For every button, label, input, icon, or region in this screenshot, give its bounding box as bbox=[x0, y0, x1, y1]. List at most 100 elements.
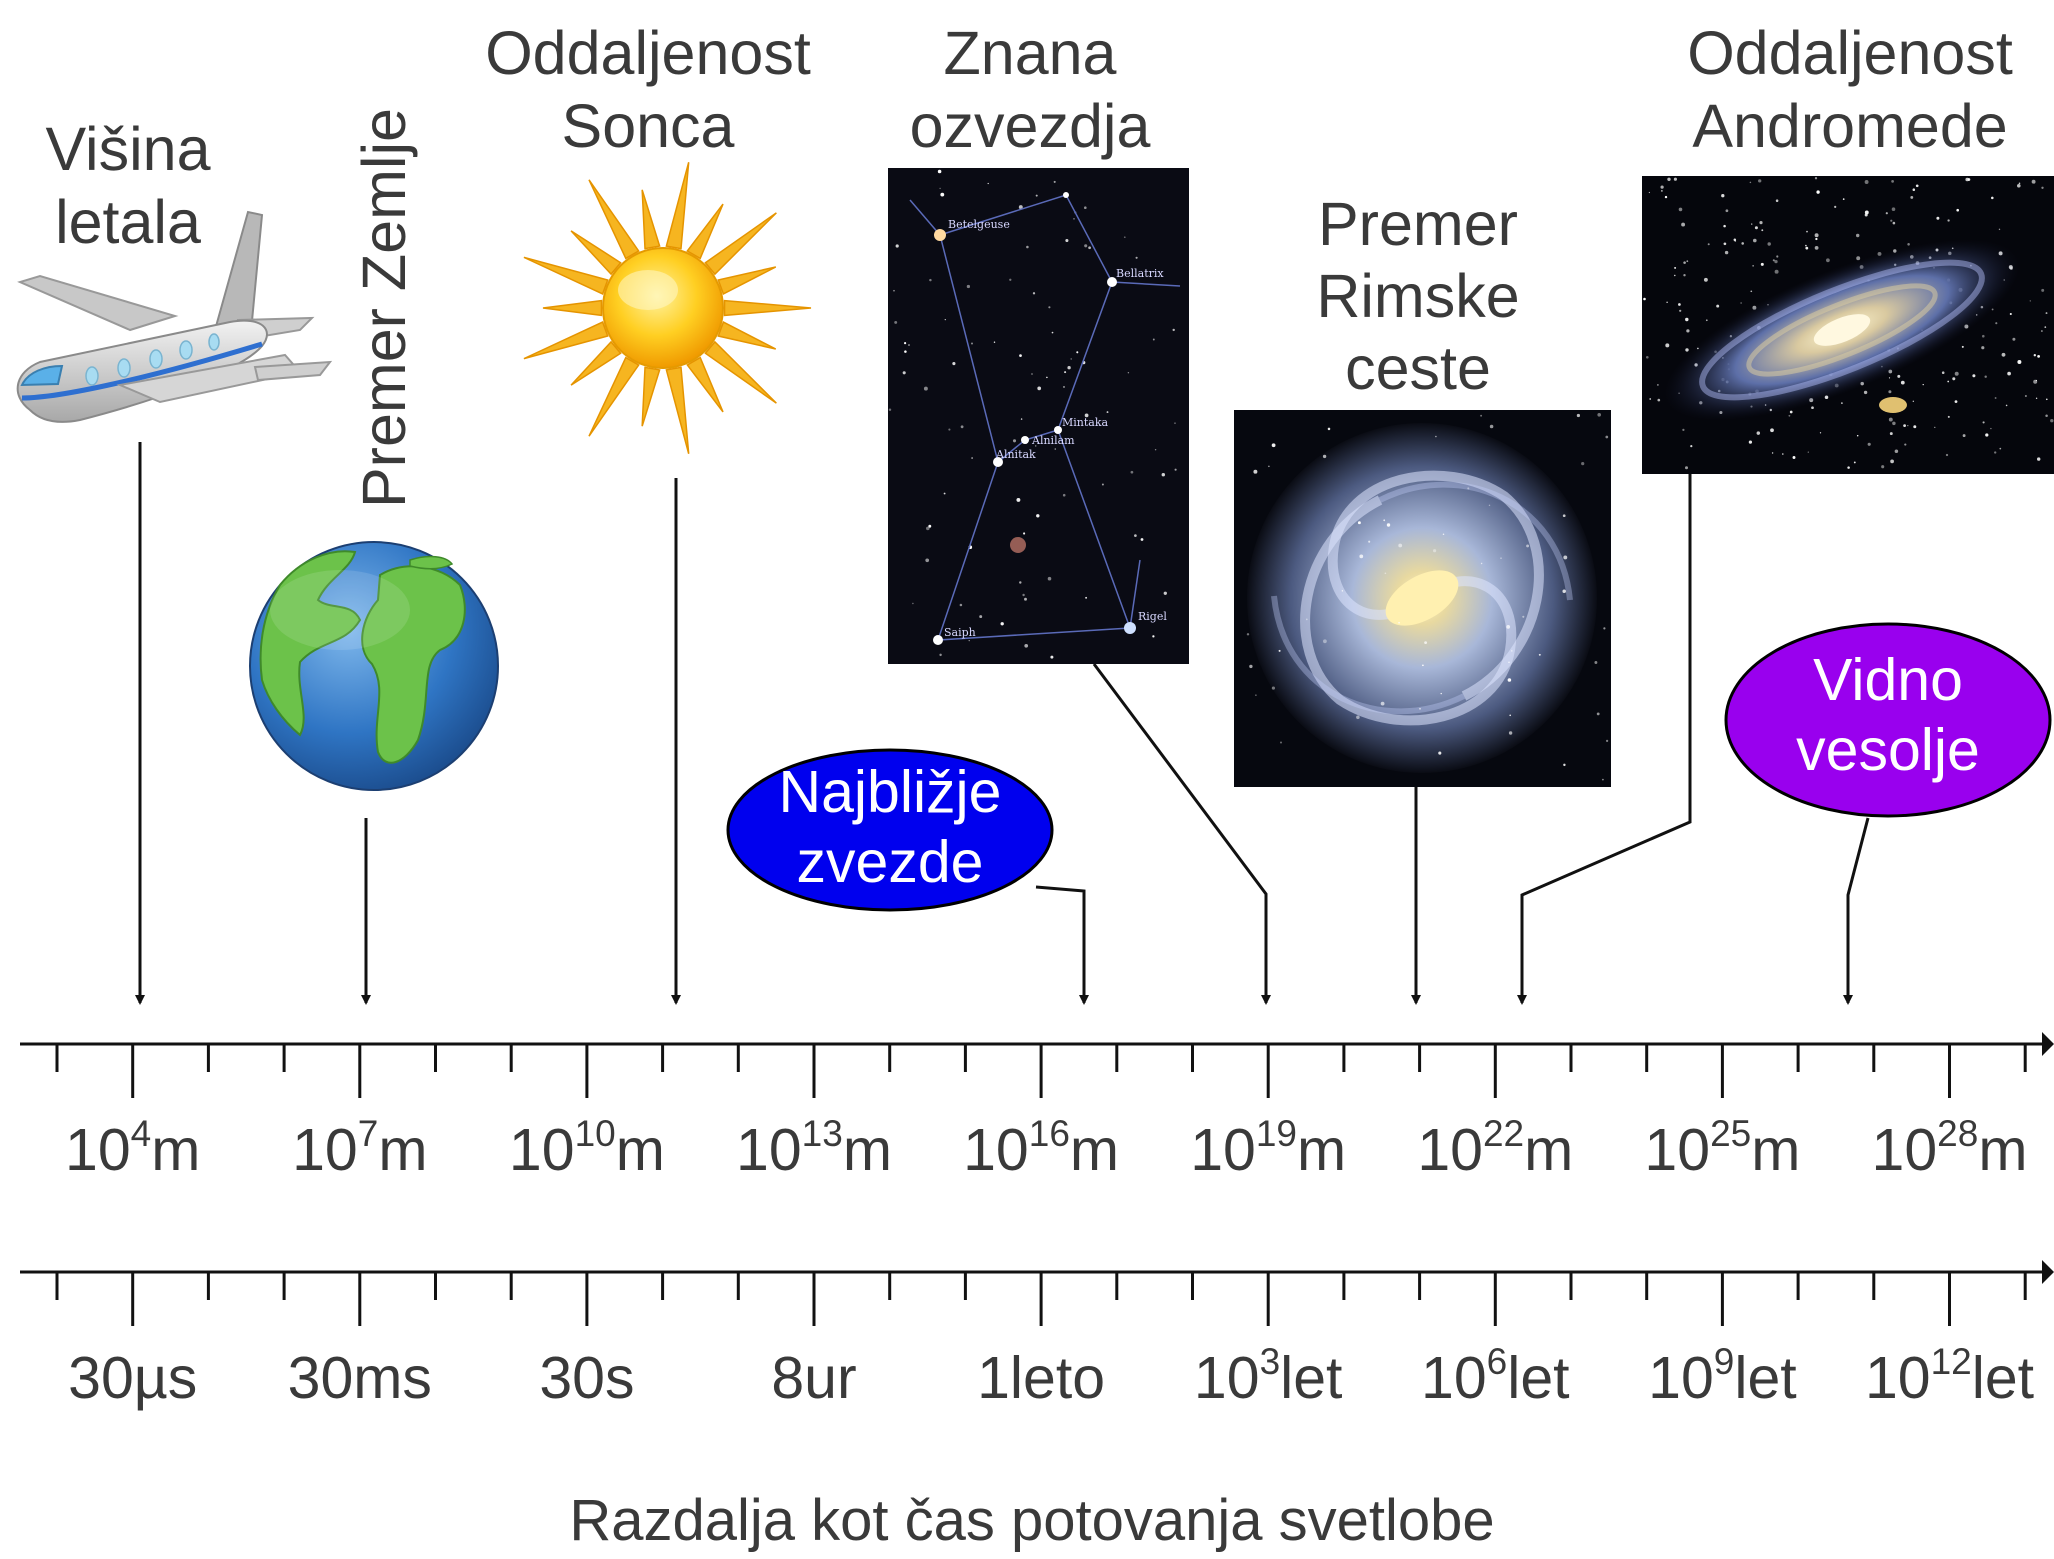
nearest-stars-line-1: Najbližje bbox=[779, 759, 1002, 825]
background-star bbox=[1998, 228, 2001, 231]
distance-axis-tick-label: 1019m bbox=[1190, 1113, 1346, 1183]
background-star bbox=[1508, 661, 1510, 664]
background-star bbox=[1815, 237, 1818, 241]
background-star bbox=[1789, 410, 1793, 414]
background-star bbox=[1506, 625, 1511, 629]
background-star bbox=[960, 425, 964, 429]
background-star bbox=[1581, 462, 1585, 466]
background-star bbox=[1035, 194, 1038, 197]
background-star bbox=[968, 639, 970, 642]
background-star bbox=[1792, 456, 1796, 459]
background-star bbox=[929, 278, 932, 282]
sun-ray bbox=[523, 256, 609, 295]
background-star bbox=[926, 526, 930, 531]
background-star bbox=[1834, 205, 1837, 209]
background-star bbox=[2044, 326, 2047, 328]
observable-universe-bubble: Vidno vesolje bbox=[1724, 622, 2052, 818]
background-star bbox=[1657, 398, 1661, 402]
background-star bbox=[1648, 191, 1651, 194]
background-star bbox=[1947, 415, 1950, 418]
background-star bbox=[1915, 184, 1919, 188]
background-star bbox=[923, 386, 928, 391]
background-star bbox=[2029, 300, 2032, 302]
background-star bbox=[2005, 404, 2008, 407]
background-star bbox=[1602, 778, 1604, 781]
background-star bbox=[1643, 297, 1646, 301]
background-star bbox=[1053, 180, 1056, 183]
background-star bbox=[893, 289, 895, 292]
background-star bbox=[904, 342, 907, 345]
background-star bbox=[1947, 380, 1950, 383]
background-star bbox=[1398, 543, 1403, 548]
background-star bbox=[1881, 465, 1885, 469]
background-star bbox=[1954, 371, 1959, 376]
background-star bbox=[1594, 661, 1598, 664]
background-star bbox=[1754, 226, 1758, 230]
background-star bbox=[1749, 181, 1752, 184]
background-star bbox=[1442, 533, 1445, 536]
background-star bbox=[1433, 549, 1437, 553]
arrow-andromeda bbox=[1517, 474, 1692, 1005]
sun-ray bbox=[588, 356, 640, 437]
background-star bbox=[1356, 715, 1360, 720]
background-star bbox=[1101, 483, 1104, 486]
background-star bbox=[971, 457, 973, 459]
sun-ray bbox=[723, 299, 812, 317]
background-star bbox=[1422, 664, 1424, 667]
background-star bbox=[1500, 557, 1502, 559]
background-star bbox=[1022, 593, 1025, 597]
background-star bbox=[1941, 371, 1945, 374]
background-star bbox=[1357, 521, 1361, 525]
background-star bbox=[1605, 435, 1609, 439]
background-star bbox=[1341, 590, 1344, 592]
time-axis-tick-label: 30s bbox=[539, 1345, 634, 1411]
background-star bbox=[1947, 219, 1950, 222]
background-star bbox=[1678, 303, 1681, 306]
background-star bbox=[937, 169, 942, 174]
background-star bbox=[952, 362, 956, 366]
background-star bbox=[1683, 274, 1686, 277]
sun-label-line-2: Sonca bbox=[562, 92, 735, 160]
background-star bbox=[1945, 453, 1949, 457]
background-star bbox=[1936, 216, 1940, 220]
background-star bbox=[1782, 453, 1784, 455]
background-star bbox=[1019, 354, 1022, 357]
background-star bbox=[1036, 514, 1040, 518]
background-star bbox=[925, 558, 930, 563]
background-star bbox=[1867, 442, 1871, 446]
background-star bbox=[1723, 224, 1726, 228]
sun-ray bbox=[686, 356, 724, 413]
background-star bbox=[979, 615, 983, 619]
background-star bbox=[1703, 277, 1708, 282]
background-star bbox=[1999, 447, 2002, 450]
background-star bbox=[1814, 246, 1819, 250]
background-star bbox=[1419, 708, 1421, 710]
background-star bbox=[939, 653, 942, 657]
distance-axis-tick-label: 1025m bbox=[1644, 1113, 1800, 1183]
background-star bbox=[928, 524, 932, 528]
background-star bbox=[1084, 206, 1087, 209]
background-star bbox=[987, 182, 989, 185]
background-star bbox=[970, 342, 974, 345]
background-star bbox=[1661, 190, 1663, 192]
background-star bbox=[2037, 457, 2041, 461]
andromeda-label: Oddaljenost Andromede bbox=[1687, 19, 2013, 160]
plane-label-line-1: Višina bbox=[45, 115, 210, 183]
background-star bbox=[1759, 221, 1763, 225]
background-star bbox=[1774, 269, 1779, 274]
background-star bbox=[1772, 259, 1775, 262]
background-star bbox=[1761, 229, 1764, 232]
background-star bbox=[1674, 266, 1677, 269]
earth-label: Premer Zemlje bbox=[350, 108, 418, 508]
background-star bbox=[1154, 448, 1157, 451]
background-star bbox=[1398, 621, 1400, 624]
background-star bbox=[1538, 653, 1541, 656]
sun-ray bbox=[704, 340, 777, 404]
background-star bbox=[993, 341, 996, 343]
background-star bbox=[1885, 212, 1888, 215]
time-axis-tick-label: 30ms bbox=[288, 1345, 432, 1411]
background-star bbox=[1774, 259, 1778, 264]
background-star bbox=[1853, 461, 1856, 464]
